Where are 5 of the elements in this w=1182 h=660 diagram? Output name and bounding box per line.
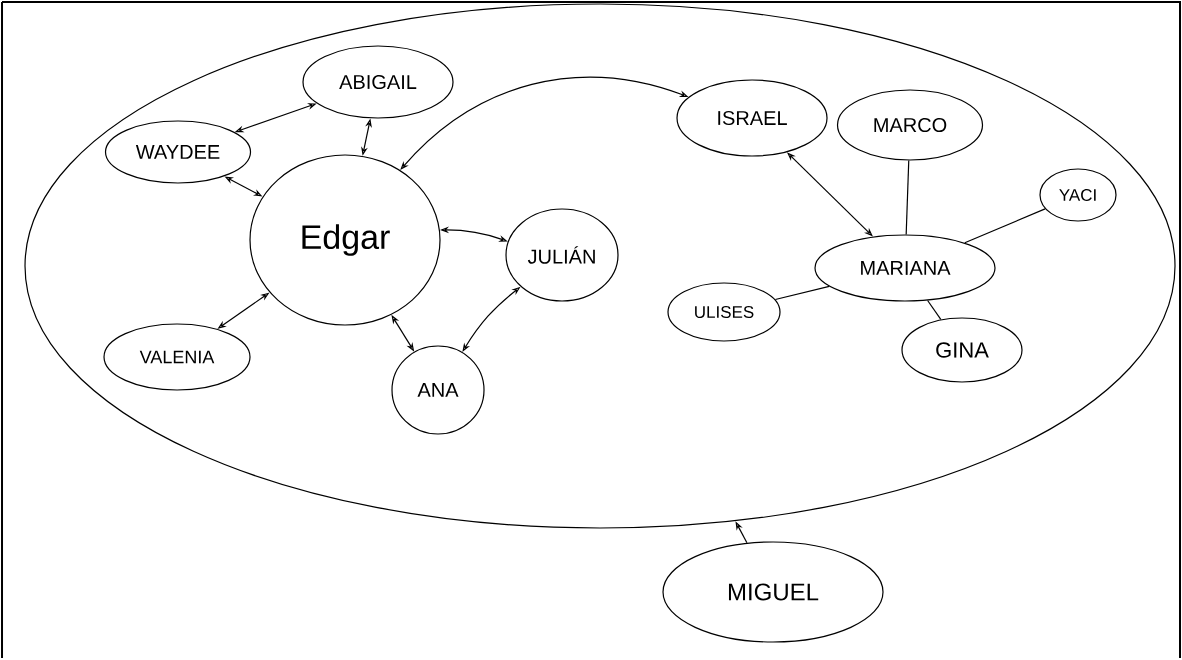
group-ellipse [24,3,1176,529]
connector-line [927,299,942,321]
connector-line [964,208,1046,244]
connector-line [774,285,830,301]
connector-line [905,160,910,235]
